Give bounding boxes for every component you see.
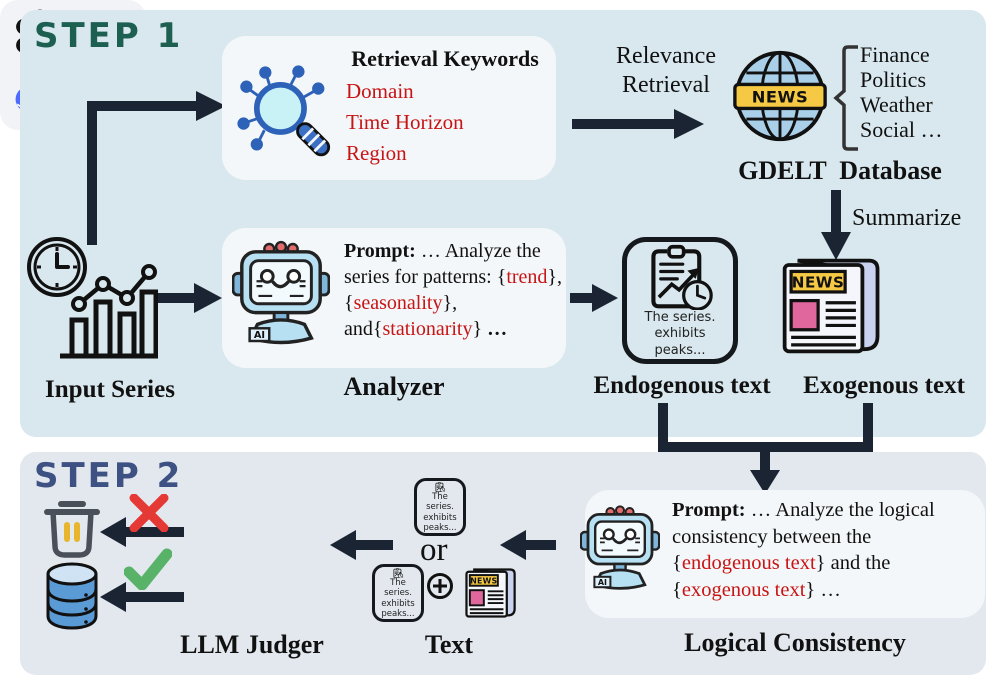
retrieval-keywords-list: Domain Time Horizon Region [346, 76, 464, 169]
endogenous-note: The series. exhibits peaks... [381, 578, 415, 619]
bar-chart-icon [60, 264, 158, 359]
endogenous-text-label: Endogenous text [593, 372, 771, 399]
category-bracket [833, 45, 858, 151]
keyword-domain: Domain [346, 79, 414, 103]
endogenous-note: The series. exhibits peaks... [423, 492, 457, 533]
svg-text:AI: AI [254, 330, 265, 341]
analyzer-label: Analyzer [343, 372, 445, 401]
svg-text:NEWS: NEWS [792, 274, 845, 292]
keyword-region: Region [346, 141, 407, 166]
newspaper-icon: NEWS [782, 258, 880, 354]
llm-judger-label: LLM Judger [180, 630, 324, 659]
svg-text:AI: AI [598, 578, 607, 587]
endogenous-note: The series. exhibits peaks... [644, 310, 716, 358]
cross-icon [129, 494, 169, 532]
category-politics: Politics [860, 67, 927, 92]
exogenous-text-label: Exogenous text [803, 372, 965, 399]
endogenous-text-icon-small-bottom: The series. exhibits peaks... [372, 564, 424, 622]
relevance-retrieval-label: Relevance Retrieval [616, 43, 716, 98]
trash-icon [44, 501, 100, 558]
globe-news-icon: NEWS [733, 50, 827, 142]
clock-icon [27, 237, 87, 297]
summarize-label: Summarize [852, 205, 962, 231]
robot-icon: AI [232, 240, 330, 345]
database-icon [46, 562, 98, 630]
robot-icon: AI [580, 505, 660, 590]
gdelt-category-list: Finance Politics Weather Social … [860, 42, 943, 142]
or-label: or [420, 532, 448, 568]
category-weather: Weather [860, 92, 933, 117]
step2-title: STEP 2 [34, 456, 184, 496]
keyword-time-horizon: Time Horizon [346, 110, 464, 135]
input-series-label: Input Series [45, 376, 175, 403]
logical-consistency-label: Logical Consistency [684, 628, 906, 657]
clipboard-report-icon [393, 568, 404, 579]
clipboard-report-icon [651, 244, 713, 310]
analyzer-prompt-text: Prompt: … Analyze the series for pattern… [344, 240, 563, 340]
search-network-icon [237, 65, 331, 157]
clipboard-report-icon [435, 482, 446, 493]
svg-text:NEWS: NEWS [470, 576, 497, 585]
step1-title: STEP 1 [34, 16, 184, 56]
check-icon [124, 548, 172, 590]
gdelt-database-label: GDELT Database [738, 156, 942, 185]
endogenous-text-icon: The series. exhibits peaks... [622, 237, 738, 364]
endogenous-text-icon-small-top: The series. exhibits peaks... [414, 478, 466, 536]
logical-consistency-prompt-text: Prompt: … Analyze the logical consistenc… [672, 499, 935, 601]
svg-text:NEWS: NEWS [752, 88, 808, 107]
newspaper-icon-small: NEWS [465, 568, 516, 618]
retrieval-keywords-title: Retrieval Keywords [351, 46, 539, 71]
category-finance: Finance [860, 42, 930, 67]
circle-plus-icon [427, 573, 453, 599]
text-label: Text [424, 630, 474, 659]
retrieval-keywords-card: Retrieval Keywords Domain Time Horizon R… [222, 36, 556, 180]
category-social: Social … [860, 117, 943, 142]
analyzer-card: AI [222, 228, 566, 368]
